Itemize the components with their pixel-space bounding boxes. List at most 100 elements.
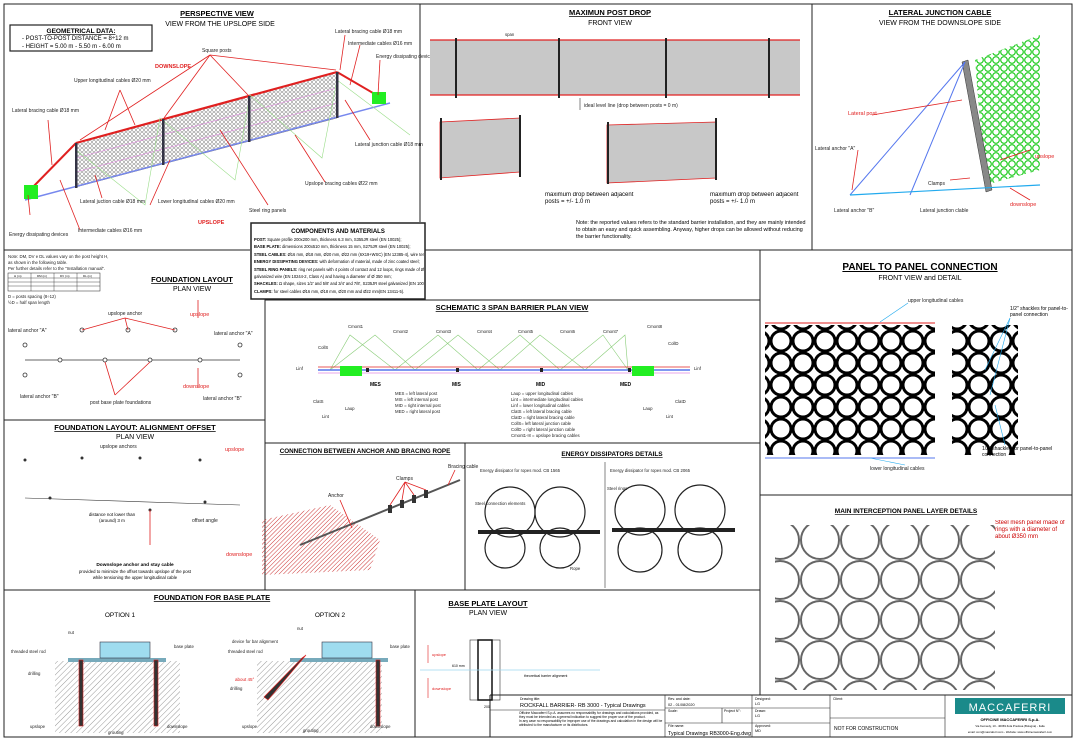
legend-left-item: MES = left lateral post [395,391,438,396]
threaded-label-1: threaded steel rod [11,649,46,654]
downslope-label-2: downslope [370,724,391,729]
junction-anchor-a: Lateral anchor "A" [815,146,855,152]
post-mis: MIS [452,382,462,388]
lateral-bracing-cable-left [29,142,77,191]
lower-cables-label: lower longitudinal cables [870,466,925,472]
alignment-line-label: theoretical barrier alignment [524,674,567,678]
file-label: File name: [668,724,684,728]
interception-panel: MAIN INTERCEPTION PANEL LAYER DETAILS St… [775,508,1065,690]
panel-dividers [4,4,1072,737]
component-key: SHACKLES: [254,281,278,287]
dissipator-left-caption: Energy dissipator for ropes mod. CB 1565 [480,468,561,473]
max-drop-right: maximum drop between adjacent posts = +/… [710,192,799,205]
fl-d-note: D = posts spacing (8÷12) [8,294,56,299]
fl-downslope: downslope [183,384,209,390]
rev-label: Rev. and date: [668,697,691,701]
about45-label: about 45° [235,677,255,682]
energy-dissipator-left [24,185,38,199]
anchor-connection-panel: CONNECTION BETWEEN ANCHOR AND BRACING RO… [262,448,479,575]
junction-mesh [975,35,1040,185]
panel-connection-title: PANEL TO PANEL CONNECTION [842,262,997,273]
post-mid: MID [536,382,546,388]
base-layout-subtitle: PLAN VIEW [469,610,508,617]
junction-anchor-b: Lateral anchor "B" [834,208,874,214]
cmont-label: Cmont2 [393,329,409,334]
drilling-label-1: drilling [28,671,41,676]
designed-label: Designed: [755,697,771,701]
label-lateral-bracing-right: Lateral bracing cable Ø18 mm [335,29,402,35]
shackles-bottom-label: 1/2" shackles for panel-to-panel connect… [982,446,1053,458]
steel-ring-panels [75,71,338,188]
maccaferri-logo [955,698,1065,714]
square-posts [75,72,339,188]
upslope-label-2: upslope [242,724,258,729]
foundation-layout-panel: Note: DM, DV e DL values vary on the pos… [7,254,253,406]
components-title: COMPONENTS AND MATERIALS [291,229,385,235]
th-h: H (m) [14,274,22,278]
alignment-upslope: upslope [225,447,244,453]
foundation-points [22,327,243,378]
cmont-label: Cmont1 [348,324,364,329]
component-key: BASE PLATE: [254,244,281,250]
project-label: Project N°: [724,709,741,713]
components-box: COMPONENTS AND MATERIALS POST: Square pr… [250,222,426,300]
geo-title: GEOMETRICAL DATA: [47,28,116,35]
anchor-label: Anchor [328,493,344,499]
dissipator-right-caption: Energy dissipator for ropes mod. CB 2065 [610,468,691,473]
legend-right-item: CollS= left lateral junction cable [511,421,572,426]
component-row: ENERGY DISSIPATING DEVICES: with deforma… [254,258,424,265]
foundation-layout-title: FOUNDATION LAYOUT [151,275,233,284]
schematic-title: SCHEMATIC 3 SPAN BARRIER PLAN VIEW [436,303,590,312]
fl-half-note: ½D = half span length [8,300,51,305]
drilling-label-2: drilling [230,686,243,691]
alignment-caption3: while tensioning the upper longitudinal … [93,575,178,580]
component-row: CLAMPS: for steel cables Ø16 mm, Ø18 mm,… [254,288,424,295]
height-table: H (m) DM (m) DV (m) DL (m) [7,272,101,292]
alignment-caption1: Downslope anchor and stay cable [96,562,174,568]
panel-to-panel-panel: PANEL TO PANEL CONNECTION FRONT VIEW and… [765,262,1068,472]
alignment-distance: distance not lower than (around) 3 m [88,512,136,523]
junction-lateral-post: Lateral post [848,111,877,117]
component-row: POST: Square profile 200x200 mm, thickne… [254,236,424,243]
fl-upslope: upslope [190,312,209,318]
interception-title: MAIN INTERCEPTION PANEL LAYER DETAILS [835,508,978,515]
fl-anchor-b-left: lateral anchor "B" [20,394,59,400]
panel-detail-rings [952,325,1018,455]
energy-dissipators-panel: ENERGY DISSIPATORS DETAILS Energy dissip… [475,451,735,588]
panel-front-rings [765,325,935,455]
junction-upslope: upslope [1035,154,1054,160]
label-colld: CollD [668,341,679,346]
junction-cable [849,184,1041,196]
max-post-drop-panel: MAXIMUN POST DROP FRONT VIEW span ideal … [430,8,806,240]
option2-label: OPTION 2 [315,612,346,619]
ground-option1 [55,661,180,733]
upper-longitudinal-cable [75,70,338,145]
cmont-label: Cmont7 [603,329,619,334]
dissipator-cb1565 [478,486,600,569]
designed-value: LG [755,702,760,706]
alignment-offset-panel: FOUNDATION LAYOUT: ALIGNMENT OFFSET PLAN… [23,423,252,580]
post-block-1 [99,641,151,659]
post-mes: MES [370,382,382,388]
base-downslope: downslope [432,686,452,691]
component-text: Square profile 200x200 mm, thickness 6.3… [267,237,402,242]
component-key: STEEL RING PANELS: [254,266,298,272]
approved-value: MD [755,729,761,733]
component-row: SHACKLES: Ω shape, sizes 1/2' and 5/8' a… [254,280,424,287]
base-plate-layout-panel: BASE PLATE LAYOUT PLAN VIEW upslope down… [420,599,600,709]
legend-right-item: Lint = intermediate longitudinal cables [511,397,583,402]
span-label: span [505,32,515,37]
disclaimer-1: Officine Maccaferri S.p.A. assumes no re… [519,711,659,719]
anchor-conn-title: CONNECTION BETWEEN ANCHOR AND BRACING RO… [280,448,451,455]
alignment-downslope: downslope [226,552,252,558]
label-lint-right: Lint [666,414,674,419]
front-view-mesh [430,40,800,95]
base-foundation-title: FOUNDATION FOR BASE PLATE [154,593,270,602]
anchor-rod-and-cable [299,479,461,546]
fl-anchor-a-right: lateral anchor "A" [214,331,253,337]
geo-height: - HEIGHT = 5.00 m - 5.50 m - 6.00 m [22,44,121,50]
component-text: with deformation of material, made of zi… [319,259,420,265]
approved-label: Approved: [755,724,771,728]
label-linf-left: Linf [296,366,304,371]
bracing-cable-label: Bracing cable [448,464,479,470]
